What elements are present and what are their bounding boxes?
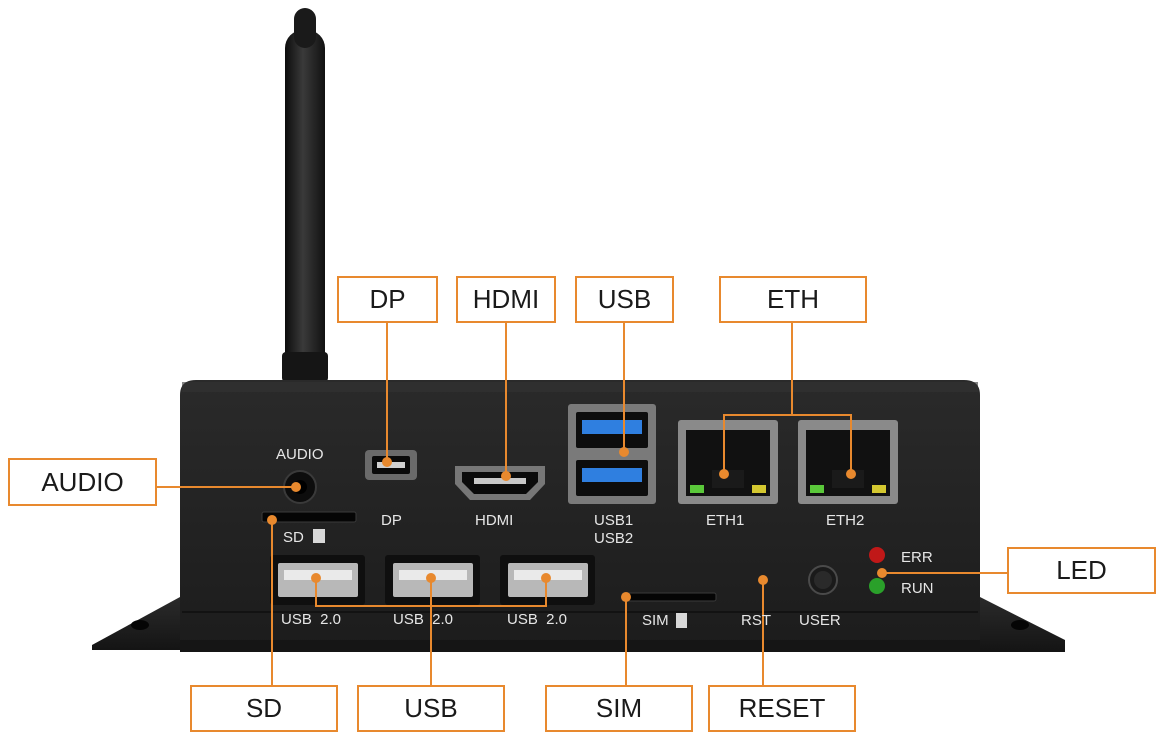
panel-label-err: ERR — [901, 549, 933, 566]
callout-eth: ETH — [719, 276, 867, 323]
mounting-bracket-left — [92, 597, 180, 650]
callout-usb-bottom: USB — [357, 685, 505, 732]
enclosure — [180, 380, 980, 652]
panel-label-rst: RST — [741, 612, 771, 629]
panel-label-usb20-1: USB 2.0 — [281, 611, 342, 628]
panel-label-usb20-3: USB 2.0 — [507, 611, 568, 628]
callout-dp: DP — [337, 276, 438, 323]
callout-hdmi: HDMI — [456, 276, 556, 323]
antenna — [282, 8, 328, 382]
mounting-bracket-right — [980, 597, 1065, 652]
sim-slot — [621, 592, 717, 628]
panel-label-eth2: ETH2 — [826, 512, 865, 529]
callout-led: LED — [1007, 547, 1156, 594]
user-button — [808, 565, 838, 595]
panel-label-usb2: USB2 — [594, 530, 634, 547]
ethernet-port-1 — [678, 420, 778, 504]
panel-label-eth1: ETH1 — [706, 512, 745, 529]
panel-label-hdmi: HDMI — [475, 512, 514, 529]
panel-label-usb20-2: USB 2.0 — [393, 611, 454, 628]
led-run — [869, 578, 885, 594]
panel-label-dp: DP — [381, 512, 402, 529]
callout-usb-top: USB — [575, 276, 674, 323]
panel-label-user: USER — [799, 612, 841, 629]
callout-sim: SIM — [545, 685, 693, 732]
leader-dots — [267, 447, 887, 602]
panel-label-sd: SD — [283, 529, 304, 546]
sd-slot — [261, 511, 357, 543]
usb3-stack — [568, 404, 656, 504]
panel-label-sim: SIM — [642, 612, 669, 629]
leader-lines — [157, 322, 1008, 686]
panel-label-usb1: USB1 — [594, 512, 634, 529]
callout-reset: RESET — [708, 685, 856, 732]
led-err — [869, 547, 885, 563]
hdmi-port — [455, 466, 545, 500]
callout-sd: SD — [190, 685, 338, 732]
panel-label-audio: AUDIO — [276, 446, 324, 463]
panel-label-run: RUN — [901, 580, 934, 597]
callout-audio: AUDIO — [8, 458, 157, 506]
ethernet-port-2 — [798, 420, 898, 504]
